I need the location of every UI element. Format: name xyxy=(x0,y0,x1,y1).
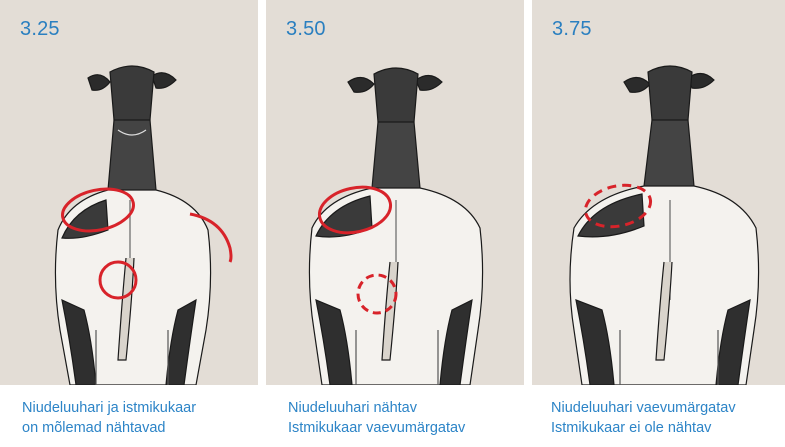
cow-rear-illustration xyxy=(532,0,785,385)
caption-score-3-25: Niudeluuhari ja istmikukaar on mõlemad n… xyxy=(22,398,196,438)
caption-line: Niudeluuhari nähtav xyxy=(288,398,465,418)
caption-score-3-50: Niudeluuhari nähtav Istmikukaar vaevumär… xyxy=(288,398,465,438)
caption-line: Istmikukaar ei ole nähtav xyxy=(551,418,736,438)
cow-rear-illustration xyxy=(266,0,524,385)
caption-line: Istmikukaar vaevumärgatav xyxy=(288,418,465,438)
panel-score-3-50: 3.50 xyxy=(266,0,524,385)
caption-line: on mõlemad nähtavad xyxy=(22,418,196,438)
caption-line: Niudeluuhari ja istmikukaar xyxy=(22,398,196,418)
panel-score-3-75: 3.75 xyxy=(532,0,785,385)
caption-score-3-75: Niudeluuhari vaevumärgatav Istmikukaar e… xyxy=(551,398,736,438)
cow-rear-illustration xyxy=(0,0,258,385)
caption-line: Niudeluuhari vaevumärgatav xyxy=(551,398,736,418)
panel-score-3-25: 3.25 xyxy=(0,0,258,385)
